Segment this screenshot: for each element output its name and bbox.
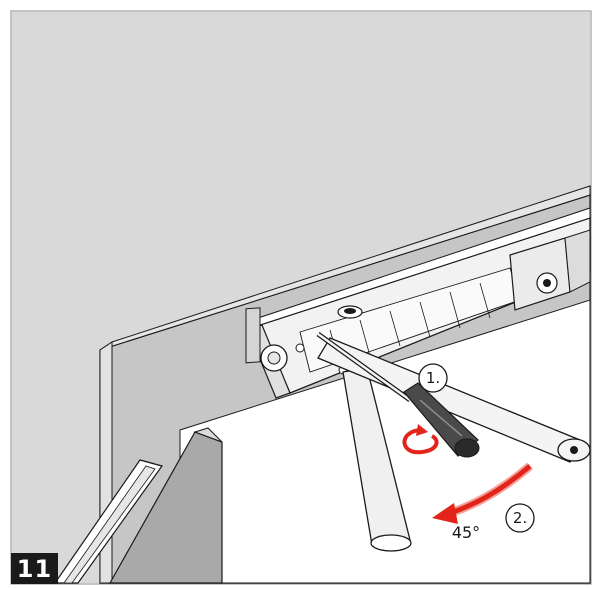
door-leaf bbox=[108, 427, 223, 584]
screwdriver bbox=[316, 331, 480, 458]
callout-step-1-label: 1. bbox=[426, 369, 440, 387]
angle-label: 45° bbox=[452, 523, 480, 542]
frame-profile bbox=[53, 459, 163, 584]
step-number-badge: 11 bbox=[11, 553, 58, 584]
swing-arrow-icon bbox=[432, 462, 533, 524]
callout-step-2: 2. bbox=[505, 503, 535, 533]
callout-step-2-label: 2. bbox=[513, 509, 527, 527]
callout-step-1: 1. bbox=[418, 363, 448, 393]
closer-arm bbox=[342, 367, 412, 552]
lever-arm bbox=[317, 337, 591, 463]
rotate-arrow-icon bbox=[402, 424, 439, 455]
